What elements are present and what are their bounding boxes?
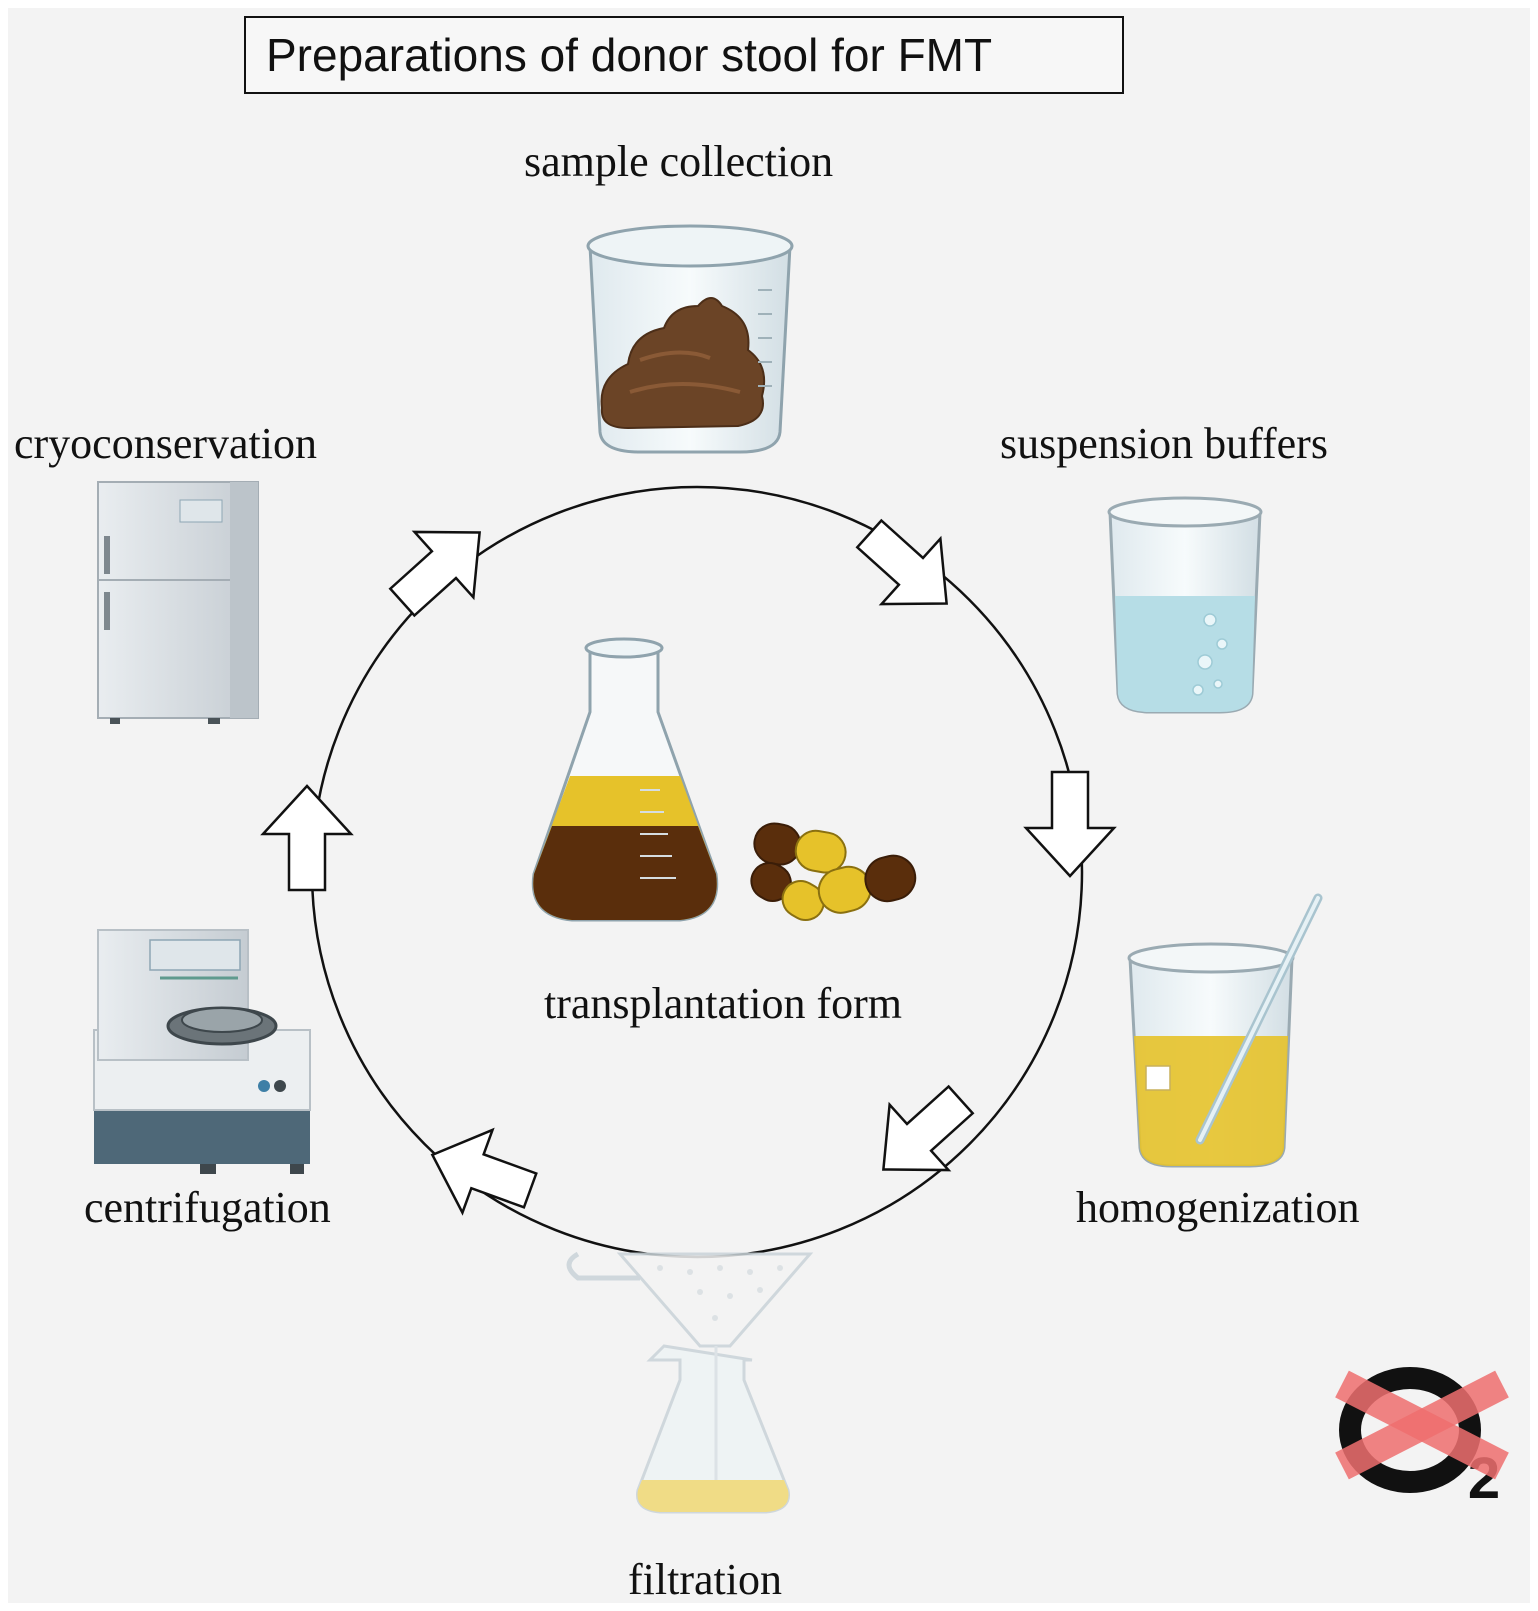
arrow-to-cryoconservation — [260, 784, 354, 892]
beaker-with-stool-icon — [586, 224, 794, 454]
arrow-to-centrifugation — [430, 1127, 538, 1216]
diagram-title: Preparations of donor stool for FMT — [266, 29, 993, 81]
erlenmeyer-flask-icon — [531, 637, 719, 922]
label-centrifugation: centrifugation — [84, 1183, 331, 1232]
capsules-icon — [750, 822, 917, 921]
freezer-icon — [97, 481, 259, 724]
beaker-with-buffer-icon — [1107, 496, 1263, 714]
no-oxygen-icon: 2 — [1335, 1367, 1509, 1511]
label-filtration: filtration — [628, 1555, 782, 1604]
label-sample-collection: sample collection — [524, 137, 834, 186]
centrifuge-icon — [93, 929, 311, 1174]
funnel-and-flask-icon — [566, 1251, 814, 1514]
arrow-to-filtration — [882, 1084, 975, 1172]
label-homogenization: homogenization — [1076, 1183, 1360, 1232]
label-transplantation-form: transplantation form — [544, 979, 903, 1028]
arrow-to-suspension — [855, 518, 948, 606]
label-suspension-buffers: suspension buffers — [1000, 419, 1328, 468]
arrow-to-sample-collection — [388, 530, 481, 618]
title-box: Preparations of donor stool for FMT — [244, 16, 1124, 94]
beaker-with-stirring-rod-icon — [1127, 893, 1323, 1168]
label-cryoconservation: cryoconservation — [14, 419, 317, 468]
arrow-to-homogenization — [1023, 770, 1117, 878]
